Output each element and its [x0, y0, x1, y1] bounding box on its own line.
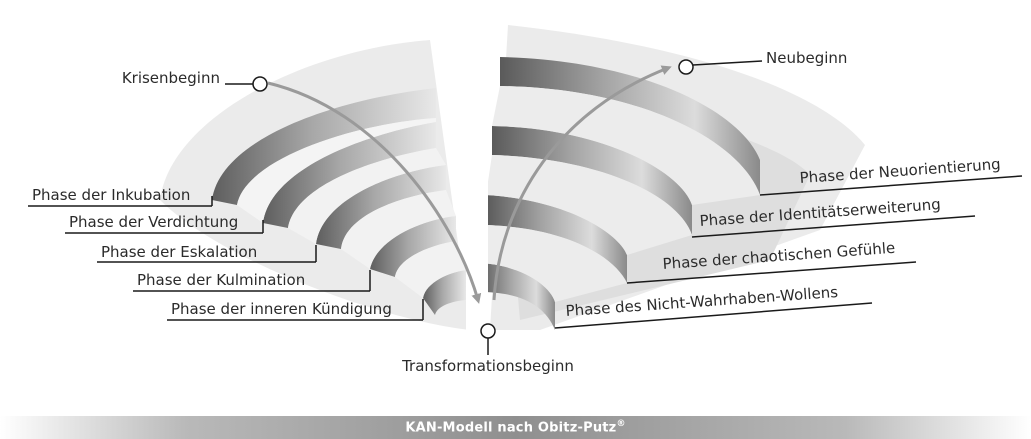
right-wall-4 [480, 263, 555, 330]
krisenbeginn-label: Krisenbeginn [122, 69, 220, 87]
phase-kulmination-label: Phase der Kulmination [137, 271, 305, 289]
right-wall-3 [486, 195, 627, 283]
transformationsbeginn-marker [480, 323, 496, 339]
phase-verdichtung-label: Phase der Verdichtung [69, 213, 238, 231]
phase-innere-kuendigung-label: Phase der inneren Kündigung [171, 300, 392, 318]
registered-mark: ® [616, 419, 626, 430]
right-terraces [480, 57, 760, 330]
phase-inkubation-label: Phase der Inkubation [32, 186, 190, 204]
footer-title: KAN-Modell nach Obitz-Putz® [405, 419, 626, 436]
left-wall-2 [263, 122, 436, 228]
left-wall-4 [370, 216, 456, 277]
left-wall-3 [316, 165, 446, 249]
right-wall-2 [492, 126, 692, 235]
arrow-krisen-to-transformation [267, 81, 482, 304]
arrow-transformation-to-neubeginn [492, 65, 672, 301]
neubeginn-marker [678, 59, 694, 75]
phase-eskalation-label: Phase der Eskalation [101, 243, 257, 261]
krisenbeginn-marker [252, 76, 268, 92]
transformationsbeginn-label: Transformationsbeginn [401, 357, 574, 375]
diagram-canvas: Krisenbeginn Neubeginn Transformationsbe… [28, 25, 1023, 375]
left-wall-5 [423, 270, 466, 315]
neubeginn-label: Neubeginn [766, 49, 847, 67]
left-phase-labels: Phase der Inkubation Phase der Verdichtu… [28, 186, 424, 321]
left-wall-1 [212, 88, 436, 205]
footer-banner: KAN-Modell nach Obitz-Putz® [0, 416, 1031, 439]
